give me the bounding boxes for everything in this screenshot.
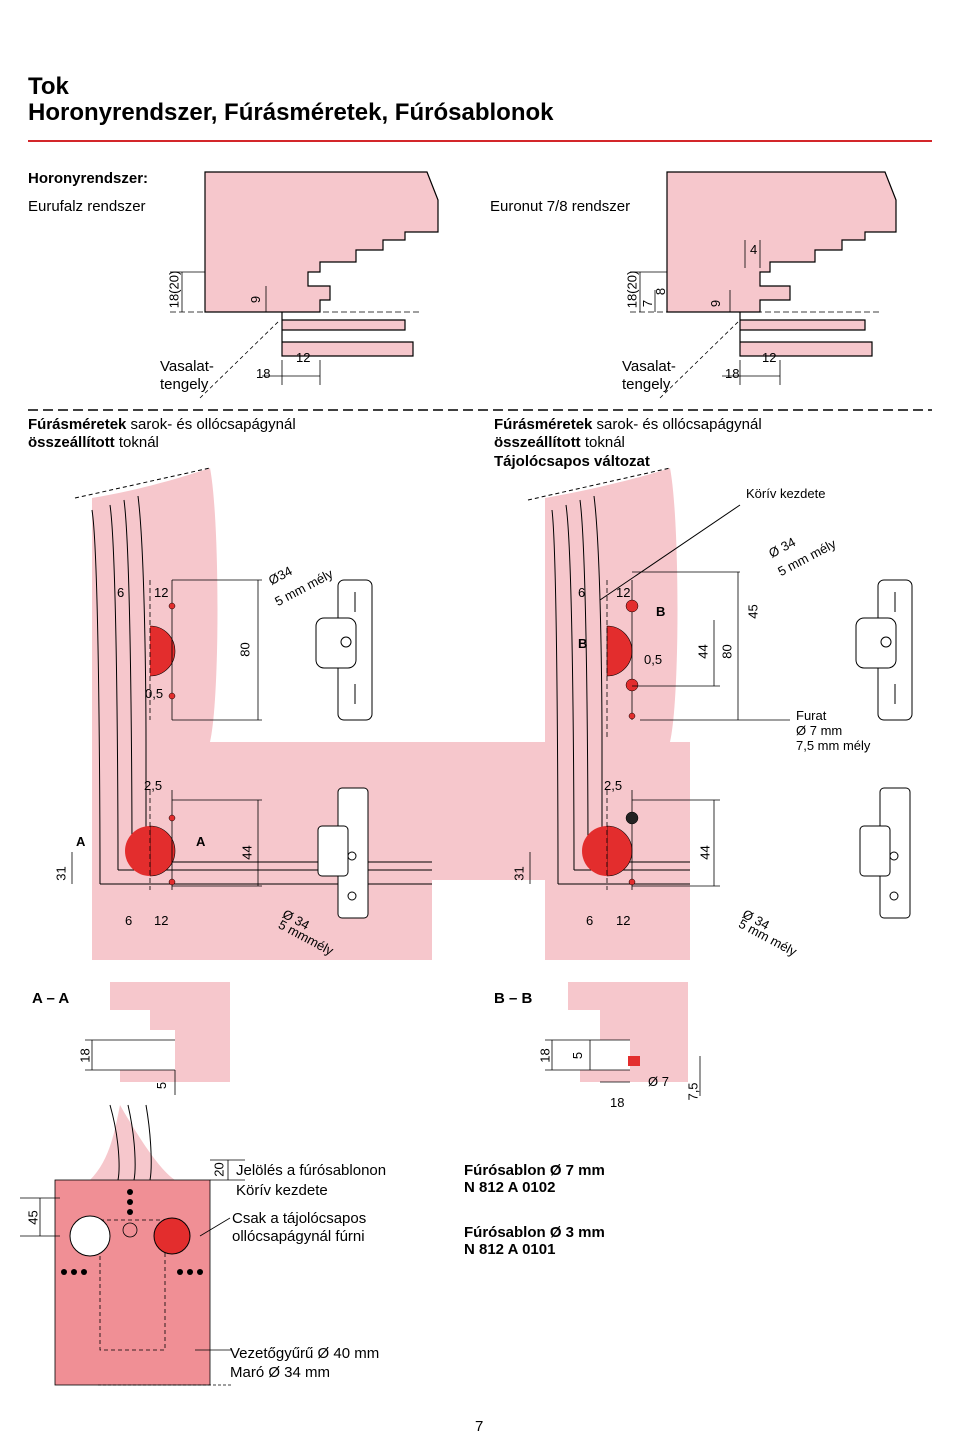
- dim-18-20-right: 18(20): [624, 270, 640, 309]
- drill-hole-top-right: [606, 580, 639, 740]
- section-bb: [545, 982, 701, 1096]
- dim-top-left-6: 6: [117, 585, 125, 600]
- template-note-1: Jelölés a fúrósablonon: [236, 1162, 387, 1179]
- dim-top-right-80: 80: [719, 644, 735, 659]
- dim-top-left-80: 80: [237, 642, 253, 657]
- dim-top-left-0-5: 0,5: [145, 686, 164, 701]
- drill-heading-right-3: Tájolócsapos változat: [494, 453, 650, 470]
- page-title-line1: Tok: [28, 73, 69, 100]
- drill-heading-left-2: összeállított toknál: [28, 434, 159, 451]
- koriv-kezdete-label: Körív kezdete: [746, 486, 826, 501]
- dim-bb-18a: 18: [537, 1048, 553, 1063]
- dim-top-right-0-5: 0,5: [644, 652, 663, 667]
- dim-bb-7-5: 7,5: [685, 1082, 701, 1101]
- template-note-2: Körív kezdete: [236, 1182, 328, 1199]
- title-divider: [28, 140, 932, 142]
- dim-bb-5: 5: [570, 1051, 586, 1060]
- dim-br-2-5: 2,5: [604, 778, 623, 793]
- groove-profile-left: [170, 171, 439, 399]
- furat-3: 7,5 mm mély: [796, 738, 871, 753]
- dim-18-20-left: 18(20): [166, 270, 182, 309]
- hinge-part-bottom-right: [859, 787, 911, 919]
- drill-heading-right-2: összeállított toknál: [494, 434, 625, 451]
- dim-bb-18b: 18: [610, 1095, 625, 1110]
- dim-18-right: 18: [725, 366, 740, 381]
- dim-bl-44: 44: [239, 845, 255, 860]
- dim-br-12: 12: [616, 913, 631, 928]
- groove-heading: Horonyrendszer:: [28, 170, 149, 187]
- furat-2: Ø 7 mm: [796, 723, 843, 738]
- dim-bl-a1: A: [76, 834, 86, 849]
- page-number: 7: [475, 1418, 484, 1435]
- dim-top-right-44: 44: [695, 644, 711, 659]
- drill-hole-bottom-left: [125, 790, 176, 890]
- axis-label-left-1: Vasalat-: [160, 358, 214, 375]
- hinge-part-top-right: [855, 579, 913, 721]
- template2-code: N 812 A 0101: [464, 1241, 556, 1258]
- groove-left-label: Eurufalz rendszer: [28, 198, 146, 215]
- groove-profile-right: [630, 171, 897, 399]
- dim-top-left-12: 12: [154, 585, 169, 600]
- dim-aa-5: 5: [154, 1081, 170, 1090]
- dim-12-left: 12: [296, 350, 311, 365]
- dim-7-right: 7: [640, 299, 656, 308]
- dim-top-right-45: 45: [745, 604, 761, 619]
- dim-top-right-b2: B: [578, 636, 588, 651]
- template-note-6: Maró Ø 34 mm: [230, 1364, 331, 1381]
- dim-top-right-b1: B: [656, 604, 666, 619]
- dim-4-right: 4: [750, 242, 758, 257]
- template1-code: N 812 A 0102: [464, 1179, 556, 1196]
- dim-bl-2-5: 2,5: [144, 778, 163, 793]
- axis-label-right-2: tengely: [622, 376, 671, 393]
- hinge-part-top-left: [315, 579, 373, 721]
- drill-heading-right-1: Fúrásméretek sarok- és ollócsapágynál: [494, 416, 762, 433]
- dim-9-left: 9: [248, 295, 264, 304]
- dim-bl-12: 12: [154, 913, 169, 928]
- dim-9-right: 9: [708, 299, 724, 308]
- dim-br-31: 31: [511, 866, 527, 881]
- dim-top-right-6: 6: [578, 585, 586, 600]
- groove-right-label: Euronut 7/8 rendszer: [490, 198, 631, 215]
- section-bb-label: B – B: [494, 990, 533, 1007]
- dim-br-6: 6: [586, 913, 594, 928]
- drill-hole-bottom-right: [582, 790, 639, 890]
- template-note-5: Vezetőgyűrű Ø 40 mm: [230, 1345, 380, 1362]
- axis-label-right-1: Vasalat-: [622, 358, 676, 375]
- drill-hole-top-left: [149, 580, 176, 720]
- template-note-4: ollócsapágynál fúrni: [232, 1228, 365, 1245]
- dim-12-right: 12: [762, 350, 777, 365]
- dim-aa-18: 18: [77, 1048, 93, 1063]
- dim-template-45: 45: [25, 1210, 41, 1225]
- drilling-template: [20, 1104, 245, 1386]
- dim-bl-a2: A: [196, 834, 206, 849]
- hinge-part-bottom-left: [317, 787, 369, 919]
- template-note-3: Csak a tájolócsapos: [232, 1210, 367, 1227]
- dim-br-44: 44: [697, 845, 713, 860]
- dim-18-left: 18: [256, 366, 271, 381]
- furat-1: Furat: [796, 708, 827, 723]
- axis-label-left-2: tengely: [160, 376, 209, 393]
- section-aa-label: A – A: [32, 990, 70, 1007]
- dim-template-20: 20: [211, 1162, 227, 1177]
- drill-heading-left-1: Fúrásméretek sarok- és ollócsapágynál: [28, 416, 296, 433]
- template2-title: Fúrósablon Ø 3 mm: [464, 1224, 605, 1241]
- dim-8-right: 8: [653, 287, 669, 296]
- dim-bl-31: 31: [53, 866, 69, 881]
- dim-bb-d7: Ø 7: [648, 1074, 669, 1089]
- dim-bl-6: 6: [125, 913, 133, 928]
- page-title-line2: Horonyrendszer, Fúrásméretek, Fúrósablon…: [28, 99, 554, 126]
- dim-top-right-12: 12: [616, 585, 631, 600]
- template1-title: Fúrósablon Ø 7 mm: [464, 1162, 605, 1179]
- section-aa: [85, 982, 230, 1095]
